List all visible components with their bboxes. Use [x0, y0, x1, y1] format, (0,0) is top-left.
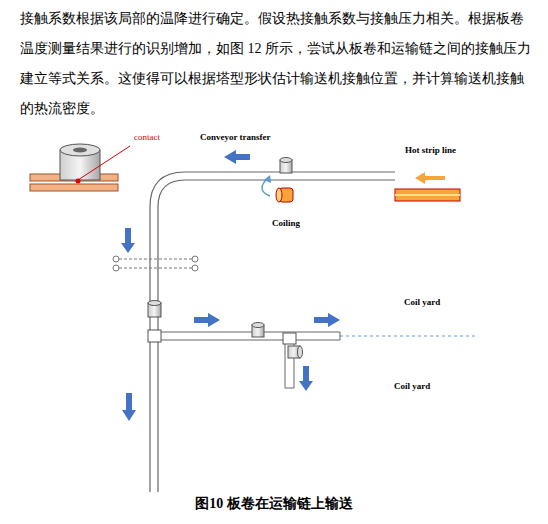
body-paragraph: 接触系数根据该局部的温降进行确定。假设热接触系数与接触压力相关。根据板卷温度测量… [20, 4, 535, 124]
yard-label: Coil yard [394, 381, 430, 391]
line-label: Hot strip line [405, 145, 456, 155]
figure-caption: 图10 板卷在运输链上输送 [195, 495, 353, 513]
callout-label: contact [134, 132, 160, 142]
conveyor-label: Conveyor transfer [200, 132, 271, 142]
coiling-label: Coiling [272, 218, 300, 228]
yard-label: Coil yard [404, 297, 440, 307]
